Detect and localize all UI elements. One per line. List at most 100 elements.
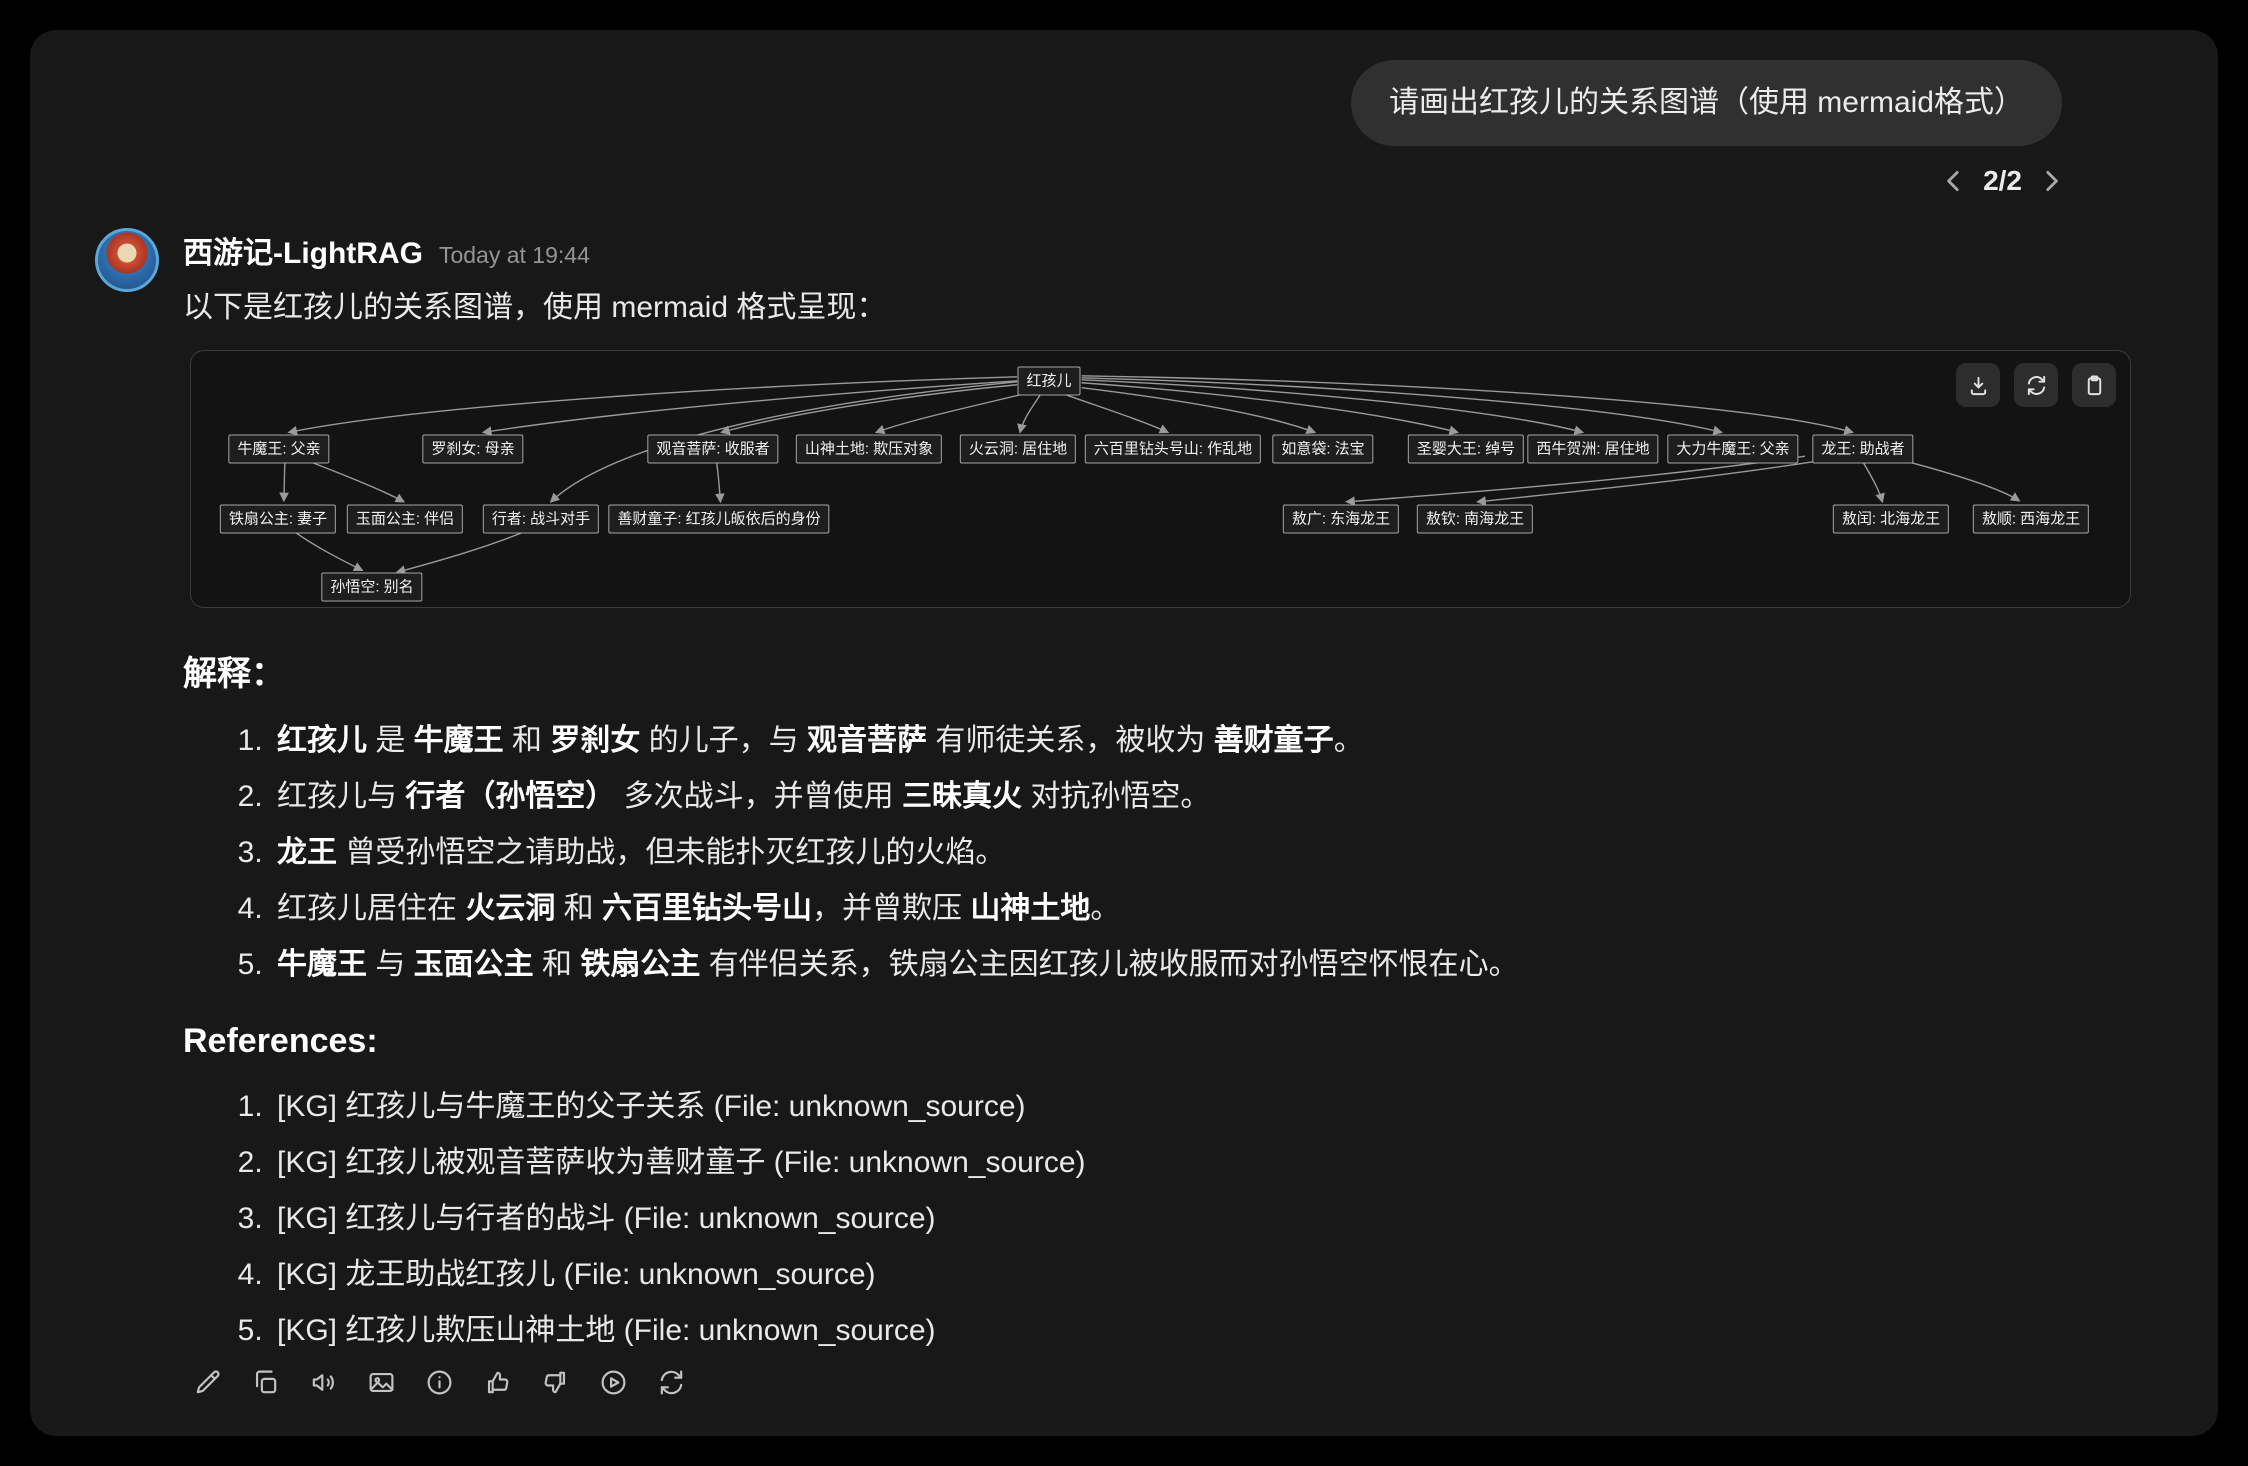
diagram-edge — [1476, 460, 1817, 506]
diagram-copy-button[interactable] — [2072, 363, 2116, 407]
diagram-node-11: 龙王: 助战者 — [1812, 434, 1914, 464]
diagram-node-15: 善财童子: 红孩儿皈依后的身份 — [608, 504, 830, 534]
diagram-edge — [874, 392, 1026, 435]
diagram-node-0: 红孩儿 — [1017, 366, 1081, 396]
copy-message-button[interactable] — [251, 1368, 280, 1397]
play-icon — [601, 1370, 626, 1395]
diagram-edge — [720, 384, 1018, 435]
diagram-edge — [292, 530, 364, 571]
message-timestamp: Today at 19:44 — [438, 242, 590, 268]
assistant-intro-text: 以下是红孩儿的关系图谱，使用 mermaid 格式呈现： — [183, 291, 887, 324]
image-icon — [369, 1372, 394, 1393]
diagram-edge — [1081, 379, 1585, 435]
assistant-header: 西游记-LightRAG Today at 19:44 — [183, 228, 2218, 272]
diagram-node-13: 玉面公主: 伴侣 — [346, 504, 464, 534]
speaker-icon — [312, 1374, 334, 1391]
diagram-edge — [279, 461, 289, 503]
diagram-edge — [481, 380, 1018, 436]
regenerate-message-button[interactable] — [657, 1368, 686, 1397]
diagram-node-7: 如意袋: 法宝 — [1272, 434, 1374, 464]
explanation-item: 红孩儿与 行者（孙悟空） 多次战斗，并曾使用 三昧真火 对抗孙悟空。 — [271, 777, 2218, 816]
diagram-edge — [1081, 382, 1460, 436]
explanation-item: 龙王 曾受孙悟空之请助战，但未能扑灭红孩儿的火焰。 — [271, 833, 2218, 872]
diagram-edge — [714, 461, 725, 504]
diagram-edge — [1017, 393, 1042, 434]
reference-item: [KG] 龙王助战红孩儿 (File: unknown_source) — [271, 1255, 2218, 1294]
diagram-regenerate-button[interactable] — [2014, 363, 2058, 407]
diagram-edge — [549, 381, 1018, 503]
diagram-node-8: 圣婴大王: 绰号 — [1407, 434, 1525, 464]
prev-version-button[interactable] — [1935, 162, 1973, 200]
diagram-edge — [1081, 387, 1317, 435]
diagram-node-14: 行者: 战斗对手 — [482, 504, 600, 534]
read-aloud-button[interactable] — [309, 1368, 338, 1397]
refresh-icon — [660, 1370, 683, 1395]
thumbs-up-icon — [487, 1371, 509, 1394]
reference-item: [KG] 红孩儿与牛魔王的父子关系 (File: unknown_source) — [271, 1087, 2218, 1126]
message-pagination: 2/2 — [30, 146, 2218, 200]
export-image-button[interactable] — [367, 1368, 396, 1397]
assistant-message-row: 西游记-LightRAG Today at 19:44 以下是红孩儿的关系图谱，… — [30, 200, 2218, 1397]
diagram-node-2: 罗刹女: 母亲 — [422, 434, 524, 464]
chat-window: 请画出红孩儿的关系图谱（使用 mermaid格式） 2/2 西游记-LightR… — [30, 30, 2218, 1436]
explanation-item: 红孩儿居住在 火云洞 和 六百里钻头号山，并曾欺压 山神土地。 — [271, 889, 2218, 928]
reference-item: [KG] 红孩儿与行者的战斗 (File: unknown_source) — [271, 1199, 2218, 1238]
next-version-button[interactable] — [2032, 162, 2070, 200]
diagram-edge — [1081, 377, 1724, 436]
reference-item: [KG] 红孩儿被观音菩萨收为善财童子 (File: unknown_sourc… — [271, 1143, 2218, 1182]
diagram-edge — [395, 529, 528, 575]
copy-icon — [255, 1370, 277, 1394]
explanation-list: 红孩儿 是 牛魔王 和 罗刹女 的儿子，与 观音菩萨 有师徒关系，被收为 善财童… — [183, 721, 2218, 984]
explanation-item: 红孩儿 是 牛魔王 和 罗刹女 的儿子，与 观音菩萨 有师徒关系，被收为 善财童… — [271, 721, 2218, 760]
chevron-right-icon — [2046, 170, 2058, 192]
diagram-node-12: 铁扇公主: 妻子 — [219, 504, 337, 534]
diagram-node-20: 孙悟空: 别名 — [321, 572, 423, 602]
diagram-node-9: 西牛贺洲: 居住地 — [1527, 434, 1659, 464]
diagram-node-3: 观音菩萨: 收服者 — [647, 434, 779, 464]
diagram-node-16: 敖广: 东海龙王 — [1282, 504, 1400, 534]
play-button[interactable] — [599, 1368, 628, 1397]
copy-icon — [2087, 374, 2101, 395]
mermaid-diagram-panel: 红孩儿 牛魔王: 父亲 罗刹女: 母亲 观音菩萨: 收服者 山神土地: 欺压对象… — [190, 350, 2131, 608]
references-heading: References: — [183, 1022, 378, 1060]
diagram-node-10: 大力牛魔王: 父亲 — [1667, 434, 1799, 464]
diagram-node-5: 火云洞: 居住地 — [959, 434, 1077, 464]
diagram-node-17: 敖钦: 南海龙王 — [1416, 504, 1534, 534]
regenerate-icon — [2027, 375, 2045, 395]
assistant-avatar — [95, 228, 159, 292]
diagram-edge — [1861, 460, 1885, 504]
diagram-edge — [1345, 455, 1806, 507]
diagram-edges — [279, 375, 2021, 575]
diagram-node-4: 山神土地: 欺压对象 — [795, 434, 943, 464]
info-icon — [427, 1370, 452, 1395]
thumbs-down-icon — [544, 1371, 566, 1394]
diagram-node-18: 敖闰: 北海龙王 — [1832, 504, 1950, 534]
diagram-edge — [1081, 375, 1854, 435]
explanation-item: 牛魔王 与 玉面公主 和 铁扇公主 有伴侣关系，铁扇公主因红孩儿被收服而对孙悟空… — [271, 945, 2218, 984]
thumbs-up-button[interactable] — [483, 1368, 512, 1397]
thumbs-down-button[interactable] — [541, 1368, 570, 1397]
pagination-count: 2/2 — [1983, 165, 2022, 196]
diagram-download-button[interactable] — [1956, 363, 2000, 407]
assistant-message-body: 西游记-LightRAG Today at 19:44 以下是红孩儿的关系图谱，… — [183, 228, 2218, 1397]
assistant-name: 西游记-LightRAG — [183, 237, 423, 270]
chevron-left-icon — [1947, 170, 1959, 192]
edit-button[interactable] — [193, 1368, 222, 1397]
info-button[interactable] — [425, 1368, 454, 1397]
message-action-bar — [193, 1368, 2218, 1397]
diagram-node-6: 六百里钻头号山: 作乱地 — [1084, 434, 1262, 464]
diagram-edge — [308, 460, 406, 503]
user-message-row: 请画出红孩儿的关系图谱（使用 mermaid格式） — [30, 30, 2218, 146]
user-message-bubble: 请画出红孩儿的关系图谱（使用 mermaid格式） — [1350, 60, 2062, 146]
diagram-edge — [287, 376, 1018, 436]
diagram-node-19: 敖顺: 西海龙王 — [1972, 504, 2090, 534]
references-list: [KG] 红孩儿与牛魔王的父子关系 (File: unknown_source)… — [183, 1087, 2218, 1350]
diagram-edge — [1894, 457, 2021, 502]
diagram-toolbar — [1956, 363, 2116, 407]
download-icon — [1970, 376, 1986, 395]
explanation-heading: 解释： — [183, 655, 285, 693]
reference-item: [KG] 红孩儿欺压山神土地 (File: unknown_source) — [271, 1311, 2218, 1350]
edit-icon — [196, 1370, 220, 1394]
diagram-node-1: 牛魔王: 父亲 — [228, 434, 330, 464]
diagram-edge — [1062, 393, 1170, 434]
